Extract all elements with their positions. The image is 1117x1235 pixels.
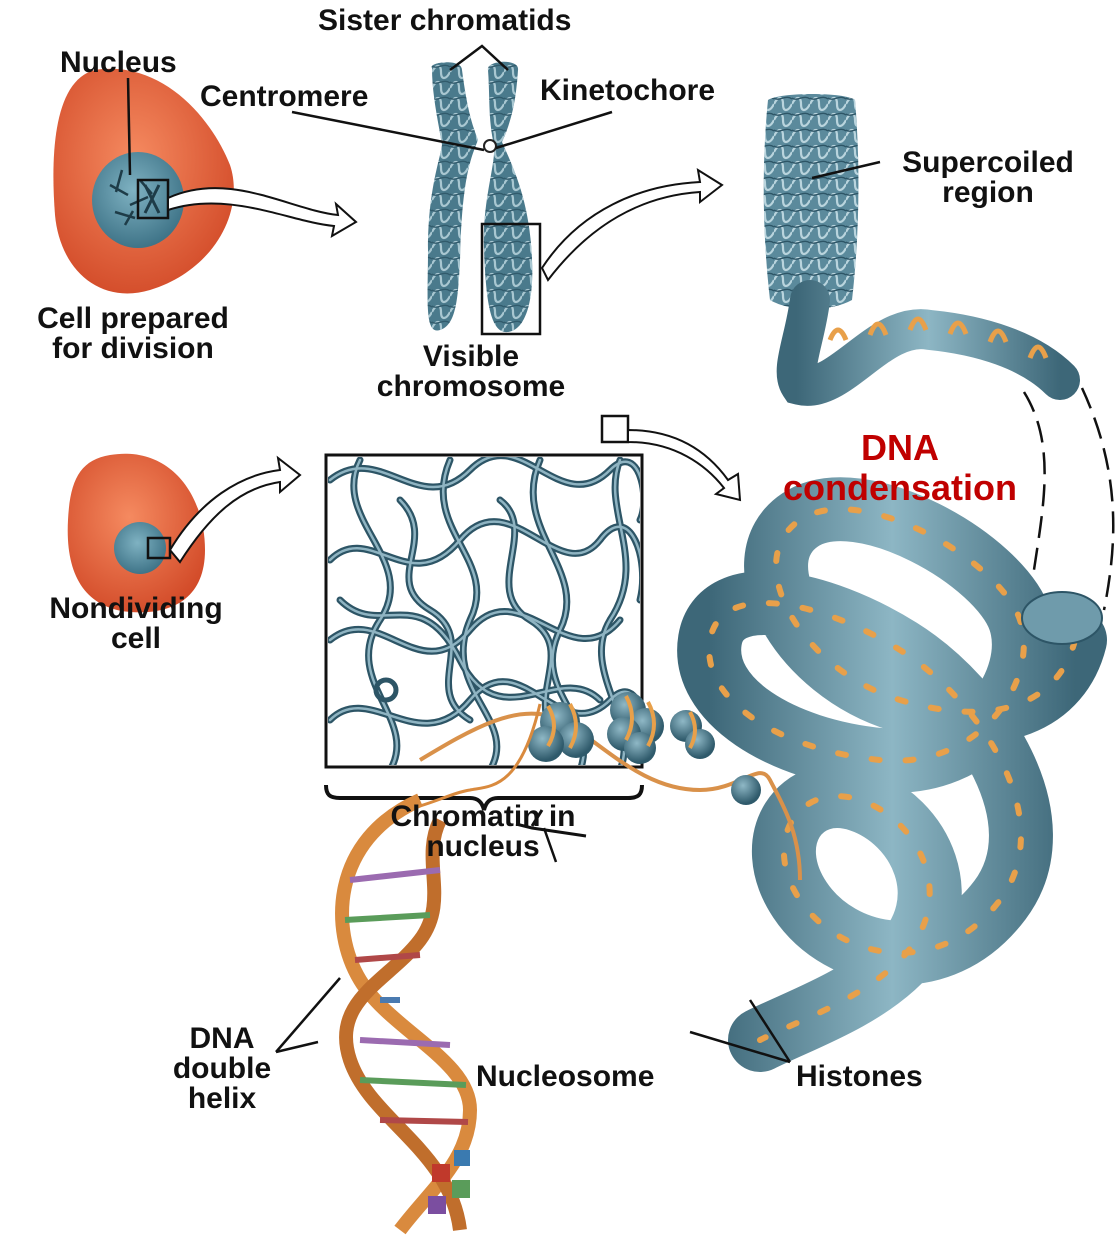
label-nondividing-line1: Nondividing xyxy=(22,594,250,624)
title-line1: DNA xyxy=(760,428,1040,468)
kinetochore-pointer xyxy=(496,112,612,148)
label-visible-chromosome: Visible chromosome xyxy=(348,342,594,402)
arrow-to-solenoid xyxy=(628,430,740,500)
arrow-to-supercoil xyxy=(542,170,722,280)
label-chromatin-in-nucleus: Chromatin in nucleus xyxy=(352,802,614,862)
label-dna-helix-line1: DNA xyxy=(152,1024,292,1054)
label-dna-helix-line2: double xyxy=(152,1054,292,1084)
label-supercoiled-line1: Supercoiled xyxy=(888,148,1088,178)
title-line2: condensation xyxy=(760,468,1040,508)
label-kinetochore: Kinetochore xyxy=(540,76,715,106)
label-nucleosome: Nucleosome xyxy=(476,1062,654,1092)
label-chromatin-line1: Chromatin in xyxy=(352,802,614,832)
label-supercoiled-line2: region xyxy=(888,178,1088,208)
zoom-box-chromatin xyxy=(602,416,628,442)
label-chromatin-line2: nucleus xyxy=(352,832,614,862)
chromatin-box xyxy=(326,416,644,770)
label-cell-prepared-line1: Cell prepared xyxy=(10,304,256,334)
label-histones: Histones xyxy=(796,1062,923,1092)
centromere-dot xyxy=(484,140,496,152)
label-sister-chromatids: Sister chromatids xyxy=(318,6,571,36)
label-dna-helix-line3: helix xyxy=(152,1084,292,1114)
label-nondividing-cell: Nondividing cell xyxy=(22,594,250,654)
label-centromere: Centromere xyxy=(200,82,368,112)
supercoiled-region xyxy=(764,94,1060,386)
label-dna-double-helix: DNA double helix xyxy=(152,1024,292,1114)
label-visible-chromosome-line2: chromosome xyxy=(348,372,594,402)
label-cell-prepared: Cell prepared for division xyxy=(10,304,256,364)
dna-double-helix xyxy=(342,800,470,1230)
label-supercoiled-region: Supercoiled region xyxy=(888,148,1088,208)
label-visible-chromosome-line1: Visible xyxy=(348,342,594,372)
dashed-link-right xyxy=(1082,388,1113,610)
label-nucleus: Nucleus xyxy=(60,48,177,78)
visible-chromosome xyxy=(428,62,540,334)
label-nondividing-line2: cell xyxy=(22,624,250,654)
label-cell-prepared-line2: for division xyxy=(10,334,256,364)
title-dna-condensation: DNA condensation xyxy=(760,428,1040,508)
nondividing-cell-nucleus xyxy=(114,522,166,574)
single-histone xyxy=(731,775,761,805)
